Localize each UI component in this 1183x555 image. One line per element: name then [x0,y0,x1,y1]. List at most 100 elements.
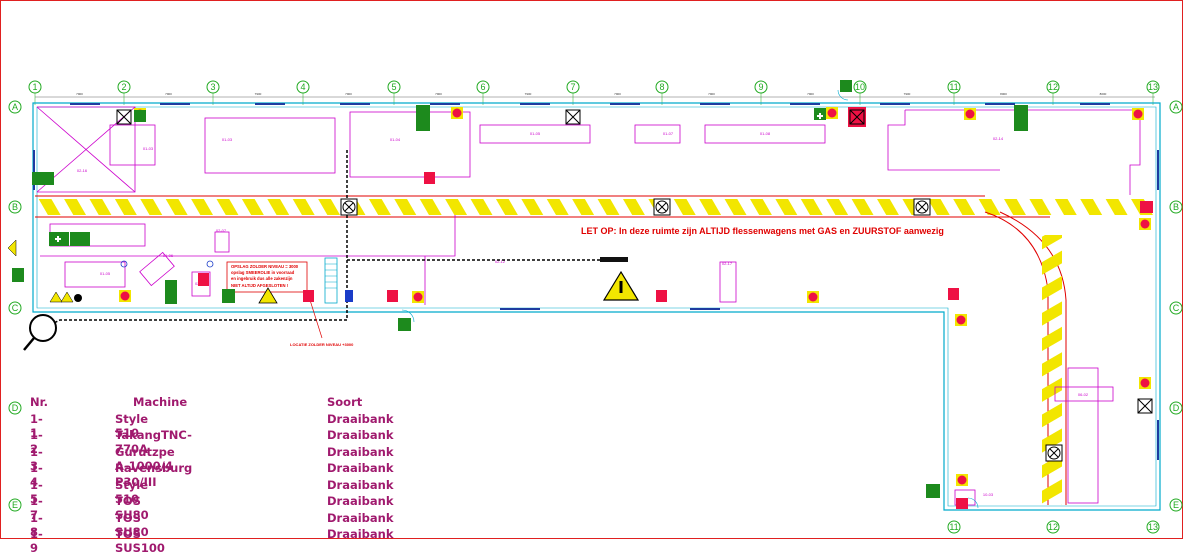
legend-soort: Draaibank [327,510,394,525]
assembly-point-icon [23,314,57,351]
hazard-route [35,195,1155,505]
fire-extinguisher-icon [826,107,838,119]
legend-machine: TakangTNC-770A [115,428,192,456]
grid-bubble-2: 2 [117,80,131,94]
svg-text:1: 1 [32,82,37,92]
grid-bubble-bottom-13: 13 [1146,520,1160,534]
legend-soort: Draaibank [327,494,394,508]
svg-text:12: 12 [1048,522,1058,532]
svg-text:C: C [1173,303,1180,313]
svg-text:7: 7 [570,82,575,92]
dimension-label: 7900 [708,92,715,96]
svg-text:2: 2 [121,82,126,92]
grid-bubble-E: E [1169,498,1183,512]
building-walls [32,102,1161,511]
room-label: 06-02 [1078,392,1089,397]
legend-nr: 1-7 [30,494,43,522]
legend-machine: TOS SU80 [115,494,149,522]
exit-plus-icons [55,113,823,242]
grid-bubble-10: 10 [853,80,867,94]
grid-bubble-D: D [8,401,22,415]
legend-soort: Draaibank [327,444,394,459]
dimension-label: 7900 [165,92,172,96]
svg-text:13: 13 [1148,82,1158,92]
svg-text:13: 13 [1148,522,1158,532]
window-segments [33,103,1159,460]
room-label: 02-16 [77,168,88,173]
dimension-label: 8000 [1100,92,1107,96]
dimension-label: 7900 [525,92,532,96]
room-label: 01-05 [100,271,111,276]
svg-text:8: 8 [659,82,664,92]
legend-nr: 1-4 [30,461,43,489]
svg-text:6: 6 [480,82,485,92]
grid-bubble-12: 12 [1046,80,1060,94]
leader-line [309,299,323,339]
grid-bubble-B: B [1169,200,1183,214]
grid-bubble-A: A [1169,100,1183,114]
legend-nr: 1-2 [30,428,43,456]
fire-extinguisher-icon [1139,218,1151,230]
emergency-light-fixtures [116,109,1153,462]
legend-nr: 1-8 [30,510,43,539]
legend-machine: Gurutzpe A-1000/4 [115,444,175,473]
grid-bubble-8: 8 [655,80,669,94]
svg-text:A: A [1173,102,1179,112]
location-note: LOCATIE ZOLDER NIVEAU +3000 [290,342,354,347]
room-label: 01-03 [143,146,154,151]
svg-text:5: 5 [391,82,396,92]
svg-text:A: A [12,102,18,112]
svg-text:E: E [12,500,18,510]
storage-line-4: NIET ALTIJD AFGESLOTEN ! [231,283,288,288]
grid-bubble-1: 1 [28,80,42,94]
svg-text:C: C [12,303,19,313]
dimension-label: 7900 [255,92,262,96]
legend-nr: 1-9 [30,527,43,555]
partition-walls [36,106,1141,506]
dimension-label: 7900 [904,92,911,96]
emergency-exit-signs [12,80,1028,498]
grid-bubble-9: 9 [754,80,768,94]
grid-bubble-bottom-11: 11 [947,520,961,534]
legend-header-nr: Nr. [30,395,49,409]
legend-nr: 1-3 [30,444,43,473]
room-label: 01-07 [663,131,674,136]
marker-point [206,260,214,268]
room-label: 01-06 [163,253,174,258]
room-label: 01-05 [530,131,541,136]
fire-extinguisher-icon [955,314,967,326]
fire-extinguisher-icon [956,474,968,486]
svg-text:4: 4 [300,82,305,92]
legend-soort: Draaibank [327,461,394,475]
fire-extinguisher-icon [964,108,976,120]
grid-bubble-bottom-12: 12 [1046,520,1060,534]
grid-bubble-11: 11 [947,80,961,94]
dimension-label: 7900 [76,92,83,96]
grid-bubble-13: 13 [1146,80,1160,94]
warning-triangle-large [602,270,640,301]
grid-bubble-6: 6 [476,80,490,94]
storage-line-3: en ingebruik dus alle zakenzijn [231,276,293,281]
legend-machine: TOS SUS100 [115,527,165,555]
door-marker [600,257,628,262]
legend-soort: Draaibank [327,411,394,426]
dimension-label: 7900 [614,92,621,96]
warning-triangle-small [7,239,278,304]
legend-machine: TOS SU80 [115,510,149,539]
fire-extinguisher-icon [451,107,463,119]
legend-machine: Style 510 [115,477,149,506]
legend-header-machine: Machine [133,395,188,409]
fire-extinguisher-icon [119,290,131,302]
marker-point [120,260,128,268]
grid-bubble-B: B [8,200,22,214]
fire-extinguisher-icon [807,291,819,303]
legend-soort: Draaibank [327,527,394,541]
grid-bubble-E: E [8,498,22,512]
svg-text:11: 11 [949,82,958,92]
legend-machine: Style 510 [115,411,149,440]
fire-extinguisher-icon [1139,377,1151,389]
